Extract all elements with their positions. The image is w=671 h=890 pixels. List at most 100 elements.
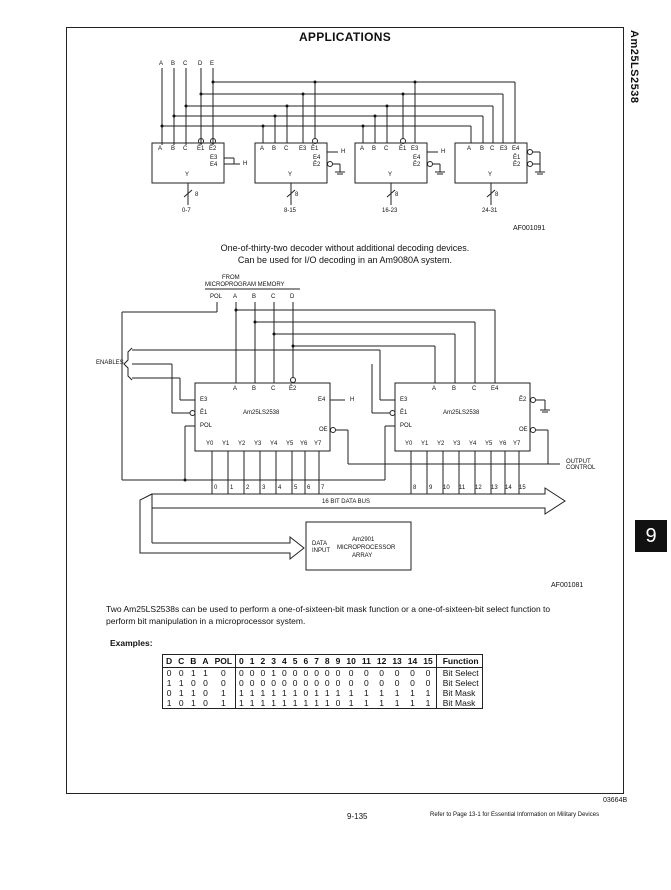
output-cell: 0 (379, 678, 384, 688)
section-tab: 9 (635, 520, 667, 552)
chip1-h: H (243, 161, 248, 167)
col-header: D (162, 654, 176, 668)
output-cell: 0 (324, 678, 330, 688)
output-cell: 1 (410, 688, 415, 698)
fig2-input-b: B (252, 294, 257, 300)
input-cell: 0 (203, 678, 208, 688)
fig2-chip2-top-pin: A (432, 386, 437, 392)
chip2-pin: Ē1 (311, 146, 319, 152)
bus-bit: 12 (475, 485, 482, 491)
input-cell: 1 (178, 678, 184, 688)
output-cell: 1 (271, 698, 276, 708)
output-cell: 0 (281, 678, 287, 688)
output-cell: 1 (239, 688, 244, 698)
output-cell: 0 (394, 678, 400, 688)
input-cell: 0 (190, 678, 196, 688)
col-header: 5 (289, 654, 301, 668)
fig2-chip1-left-pin: E3 (200, 397, 208, 403)
col-header: 0 (235, 654, 247, 668)
chip2-h: H (341, 149, 346, 155)
output-cell: 1 (394, 698, 400, 708)
input-cell: 0 (211, 678, 237, 688)
fig2-chip2-out: Y1 (421, 441, 429, 447)
fig2-chip2-left-pin: POL (400, 423, 413, 429)
chip2-pin: E3 (299, 146, 307, 152)
input-cell: 1 (178, 688, 184, 698)
col-header: POL (211, 654, 237, 668)
chip1-range: 0-7 (182, 208, 191, 214)
side-part-number: Am25LS2538 (628, 30, 640, 104)
input-cell: 1 (211, 698, 237, 709)
fig2-chip1-name: Am25LS2538 (243, 410, 280, 416)
fig2-input-d: D (290, 294, 295, 300)
function-cell: Bit Select (442, 678, 479, 688)
output-cell: 1 (379, 698, 384, 708)
page-frame (66, 27, 624, 794)
chip4-pin: E4 (512, 146, 520, 152)
fig2-chip1-out: Y3 (254, 441, 262, 447)
output-cell: 1 (281, 688, 287, 698)
fig2-chip2-out: Y7 (513, 441, 521, 447)
fig1-input-c: C (183, 61, 188, 67)
fig2-chip2-left-pin: Ē1 (400, 410, 408, 416)
col-header: 2 (257, 654, 269, 668)
function-cell: Bit Select (442, 668, 479, 678)
chip1-pin: Ē2 (209, 146, 217, 152)
bus-bit: 7 (321, 485, 325, 491)
col-header: 9 (332, 654, 344, 668)
figure1-caption-2: Can be used for I/O decoding in an Am908… (237, 255, 453, 265)
figure2-ref: AF001081 (551, 582, 584, 589)
output-cell: 0 (379, 668, 384, 678)
fig2-from: FROM (222, 275, 240, 281)
input-cell: 1 (190, 688, 196, 698)
output-cell: 0 (281, 668, 287, 678)
fig2-proc-2: MICROPROCESSOR (337, 545, 396, 551)
chip3-enable: E4 (413, 155, 421, 161)
fig2-proc-3: ARRAY (352, 553, 373, 559)
figure1-ref: AF001091 (513, 225, 546, 232)
input-cell: 1 (166, 698, 172, 708)
col-header: 13 (389, 654, 405, 668)
chip4-bus: 8 (495, 192, 499, 198)
output-cell: 0 (314, 668, 319, 678)
output-cell: 0 (239, 678, 244, 688)
fig2-chip1-oe: OE (319, 427, 328, 433)
col-header: C (175, 654, 188, 668)
col-header: 10 (343, 654, 359, 668)
output-cell: 0 (260, 668, 266, 678)
bus-bit: 15 (519, 485, 526, 491)
fig2-chip1-top-pin: B (252, 386, 257, 392)
input-cell: 0 (203, 698, 208, 708)
examples-table: D C B A POL 0 1 2 3 4 5 6 7 8 9 10 11 12… (162, 654, 483, 709)
fig2-chip1-top-pin: C (271, 386, 276, 392)
chip1-pin: Ē1 (197, 146, 205, 152)
fig2-output-control: OUTPUT CONTROL (566, 459, 596, 471)
chip3-out: Y (388, 172, 393, 178)
output-cell: 0 (335, 678, 341, 688)
chip4-pin: A (467, 146, 472, 152)
fig2-input-pol: POL (210, 294, 223, 300)
output-cell: 1 (363, 698, 369, 708)
fig2-chip1-out: Y2 (238, 441, 246, 447)
fig1-input-e: E (210, 61, 215, 67)
bus-bit: 6 (307, 485, 311, 491)
function-cell: Bit Mask (442, 698, 476, 708)
bus-bit: 14 (505, 485, 512, 491)
output-cell: 1 (303, 698, 309, 708)
col-header: 14 (404, 654, 421, 668)
bus-bit: 11 (459, 485, 466, 491)
chip1-pin: C (183, 146, 188, 152)
output-cell: 1 (324, 688, 330, 698)
col-header: 8 (321, 654, 333, 668)
chip2-enable: E4 (313, 155, 321, 161)
output-cell: 1 (281, 698, 287, 708)
chip1-out: Y (185, 172, 190, 178)
chip4-enable: Ē1 (513, 155, 521, 161)
chip4-out: Y (488, 172, 493, 178)
col-header: 4 (278, 654, 290, 668)
output-cell: 1 (314, 688, 319, 698)
fig2-chip2-name: Am25LS2538 (443, 410, 480, 416)
fig2-chip2-out: Y4 (469, 441, 477, 447)
bus-bit: 4 (278, 485, 282, 491)
